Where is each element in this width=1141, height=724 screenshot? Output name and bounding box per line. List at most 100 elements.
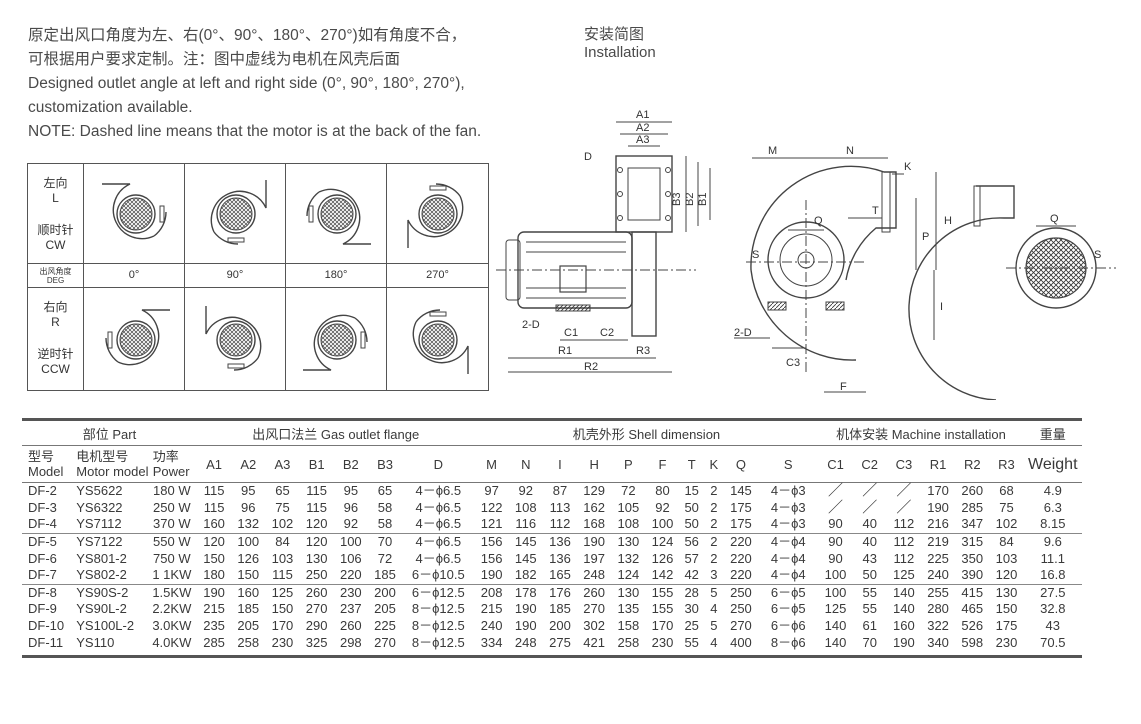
fan-icon-l-270 — [407, 183, 464, 249]
table-cell: 6－ϕ10.5 — [411, 567, 465, 583]
table-cell: 2 — [710, 483, 718, 499]
table-cell: 120 — [305, 516, 328, 532]
table-cell: 140 — [824, 634, 847, 650]
table-cell: 178 — [508, 583, 543, 602]
table-cell: 75 — [999, 499, 1014, 515]
table-cell: DF-4 — [28, 516, 57, 532]
table-cell: 322 — [927, 618, 949, 634]
dim-s-back: S — [1094, 249, 1101, 261]
table-cell: 415 — [955, 583, 990, 602]
dim-r1: R1 — [558, 345, 572, 357]
table-cell: 100 — [818, 583, 853, 602]
dim-b2: B2 — [684, 193, 696, 206]
col-b1: B1 — [299, 445, 334, 483]
table-cell: 156 — [474, 532, 509, 551]
col-c2: C2 — [852, 445, 887, 483]
table-cell: 97 — [484, 483, 499, 499]
table-cell: 100 — [651, 516, 674, 532]
col-h: H — [577, 445, 612, 483]
table-cell: 132 — [237, 516, 260, 532]
table-cell: 4.9 — [1043, 483, 1062, 499]
table-cell: 136 — [549, 550, 571, 566]
table-cell: 55 — [684, 634, 699, 650]
table-cell: 90 — [828, 550, 843, 566]
table-cell: 121 — [480, 516, 503, 532]
table-cell: 65 — [275, 483, 290, 499]
group-shell: 机壳外形 Shell dimension — [474, 421, 819, 446]
table-cell: 115 — [306, 483, 327, 499]
table-cell: 40 — [852, 532, 887, 551]
table-cell: 112 — [893, 550, 915, 566]
table-cell: 4－ϕ6.5 — [402, 532, 475, 551]
table-cell: 175 — [730, 499, 752, 515]
table-cell: 4－ϕ6.5 — [415, 550, 462, 566]
table-cell: DF-3 — [28, 499, 57, 515]
table-cell: 255 — [920, 583, 956, 602]
table-cell: 185 — [237, 601, 260, 617]
table-cell: 30 — [684, 601, 699, 617]
table-cell: 6－ϕ12.5 — [402, 583, 475, 602]
table-cell: 70 — [862, 634, 877, 650]
table-cell: 340 — [927, 634, 949, 650]
fan-orientation-drawings — [101, 179, 469, 375]
table-cell: 6－ϕ5 — [758, 583, 819, 602]
col-a1: A1 — [196, 445, 232, 483]
table-cell: 135 — [617, 601, 640, 617]
table-cell: 16.8 — [1040, 567, 1066, 583]
table-cell: 230 — [333, 583, 368, 602]
table-cell: 55 — [862, 601, 877, 617]
table-cell: 197 — [583, 550, 605, 566]
table-cell: 5 — [710, 618, 718, 634]
table-cell: 270 — [374, 634, 396, 650]
table-cell: 170 — [271, 618, 294, 634]
table-cell: 230 — [995, 634, 1018, 650]
table-cell: 280 — [927, 601, 949, 617]
table-cell: YS5622 — [76, 483, 123, 499]
table-cell: 176 — [542, 583, 578, 602]
table-cell: 390 — [961, 567, 984, 583]
table-cell: 180 W — [153, 483, 191, 499]
table-cell: 102 — [995, 516, 1018, 532]
col-s: S — [758, 445, 819, 483]
table-cell: 250 — [723, 583, 759, 602]
table-cell: 125 — [265, 583, 300, 602]
table-cell: 190 — [577, 532, 612, 551]
table-cell: 40 — [862, 516, 877, 532]
table-cell: 200 — [549, 618, 571, 634]
dim-a1: A1 — [636, 109, 649, 121]
table-cell: 170 — [927, 483, 949, 499]
table-cell: 130 — [305, 550, 328, 566]
col-b3: B3 — [367, 445, 403, 483]
table-cell: 90 — [818, 532, 853, 551]
table-cell: 334 — [480, 634, 503, 650]
table-cell: 150 — [271, 601, 294, 617]
table-cell: 112 — [893, 516, 915, 532]
table-cell: 200 — [367, 583, 403, 602]
table-cell: 168 — [583, 516, 605, 532]
group-weight: 重量 — [1023, 421, 1082, 446]
orientation-grid: 左向 L 顺时针 CW 出风角度 DEG 右向 R 逆时针 CCW 0° 90°… — [27, 163, 489, 391]
table-cell: 4 — [710, 601, 718, 617]
table-cell: 27.5 — [1023, 583, 1082, 602]
col-r1: R1 — [920, 445, 956, 483]
table-cell: 150 — [203, 550, 225, 566]
table-cell: 55 — [852, 583, 887, 602]
table-cell: 92 — [655, 499, 670, 515]
table-cell: 130 — [989, 583, 1024, 602]
table-cell: 112 — [886, 532, 921, 551]
table-cell: 136 — [542, 532, 578, 551]
table-cell: 1 1KW — [152, 567, 192, 583]
table-cell: 170 — [651, 618, 674, 634]
table-cell: 216 — [927, 516, 949, 532]
table-cell: 70.5 — [1040, 634, 1066, 650]
table-cell: 8－ϕ12.5 — [411, 601, 465, 617]
table-cell: 140 — [886, 583, 921, 602]
table-cell: 103 — [271, 550, 294, 566]
dim-r2: R2 — [584, 361, 598, 373]
col-c1: C1 — [818, 445, 853, 483]
table-cell: ／ — [862, 498, 878, 516]
